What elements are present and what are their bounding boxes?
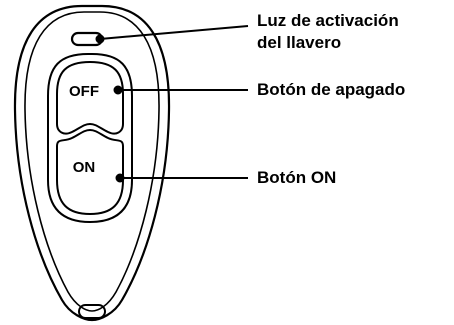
on-button-label: ON bbox=[73, 159, 96, 176]
keyfob-inner-shell bbox=[24, 11, 160, 312]
callout-off-button: Botón de apagado bbox=[257, 80, 406, 99]
keyring-slot bbox=[78, 304, 106, 319]
keyfob-outer-shell bbox=[13, 4, 171, 322]
callout-on-button: Botón ON bbox=[257, 168, 337, 187]
leader-on-dot bbox=[115, 173, 125, 183]
off-button-label: OFF bbox=[69, 83, 99, 100]
callout-activation-light: Luz de activación del llavero bbox=[257, 10, 399, 54]
callout-activation-light-line1: Luz de activación bbox=[257, 11, 399, 30]
button-panel bbox=[47, 53, 133, 224]
leader-light bbox=[99, 25, 249, 40]
callout-leaders bbox=[95, 25, 249, 183]
callout-activation-light-line2: del llavero bbox=[257, 33, 342, 52]
keyfob-body bbox=[13, 4, 171, 322]
leader-light-dot bbox=[95, 34, 105, 44]
button-panel-outer bbox=[47, 53, 133, 224]
off-button-shape bbox=[56, 60, 124, 135]
leader-off-dot bbox=[113, 85, 123, 95]
